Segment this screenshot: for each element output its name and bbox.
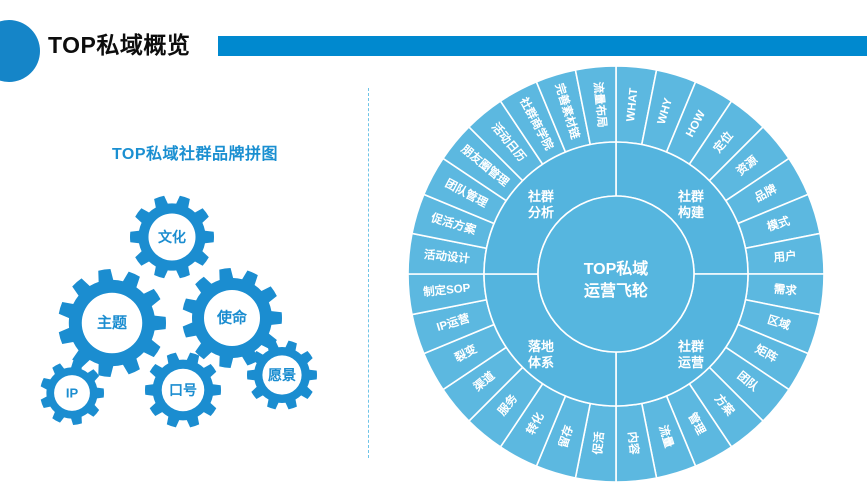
gear-label: 主题 [97, 314, 128, 332]
outer-segment[interactable]: 资源 [708, 125, 791, 202]
quadrant-segment[interactable]: 社群构建 [615, 141, 749, 275]
gear-5[interactable]: 口号 [145, 352, 221, 428]
outer-segment[interactable]: 裂变 [422, 323, 508, 391]
page-title: TOP私域概览 [48, 32, 191, 58]
quadrant-label: 社群运营 [677, 339, 704, 370]
core-title: TOP私域运营飞轮 [584, 259, 649, 300]
gear-shape [182, 268, 282, 368]
brand-puzzle-caption: TOP私域社群品牌拼图 [111, 146, 279, 163]
gear-shape [247, 340, 317, 410]
gear-label: IP [66, 386, 79, 401]
outer-segment[interactable]: WHAT [615, 65, 658, 146]
quadrant-label: 社群分析 [527, 189, 554, 220]
outer-segment-label: 活动设计 [423, 247, 471, 265]
gear-2[interactable]: 主题 [58, 269, 167, 377]
gear-label: 文化 [158, 229, 186, 245]
quadrant-segment[interactable]: 社群分析 [483, 141, 617, 275]
gear-shape [58, 269, 167, 377]
quadrant-label: 社群构建 [677, 189, 704, 220]
outer-segment-label: WHAT [625, 87, 640, 122]
outer-segment-label: 促活 [590, 430, 606, 456]
header-accent-bar [218, 36, 867, 56]
header-accent-circle [0, 20, 40, 82]
outer-segment-label: 需求 [773, 282, 798, 298]
brand-puzzle-panel: TOP私域社群品牌拼图 文化主题 使命 IP 口号 愿景 [30, 130, 360, 450]
gear-label: 愿景 [268, 367, 296, 383]
quadrant-segment[interactable]: 社群运营 [615, 273, 749, 407]
gear-shape [40, 361, 105, 425]
gear-label: 使命 [216, 309, 248, 327]
gear-shape [129, 195, 215, 279]
gear-label: 口号 [169, 382, 197, 398]
quadrant-label: 落地体系 [528, 339, 554, 370]
gear-shape [145, 352, 221, 428]
gear-6[interactable]: 愿景 [247, 340, 317, 410]
outer-segment[interactable]: 制定SOP [407, 273, 488, 316]
outer-segment-label: 制定SOP [423, 280, 472, 299]
outer-segment-label: 流量布局 [591, 81, 609, 128]
gear-3[interactable]: 使命 [182, 268, 282, 368]
core-disc [537, 195, 695, 353]
section-divider [368, 88, 369, 458]
gear-4[interactable]: IP [40, 361, 105, 425]
outer-segment-label: 用户 [772, 248, 797, 264]
outer-segment-label: 内容 [626, 431, 642, 456]
core-circle[interactable]: TOP私域运营飞轮 [537, 195, 695, 353]
outer-segment[interactable]: 留存 [535, 394, 592, 479]
gear-1[interactable]: 文化 [129, 195, 215, 279]
